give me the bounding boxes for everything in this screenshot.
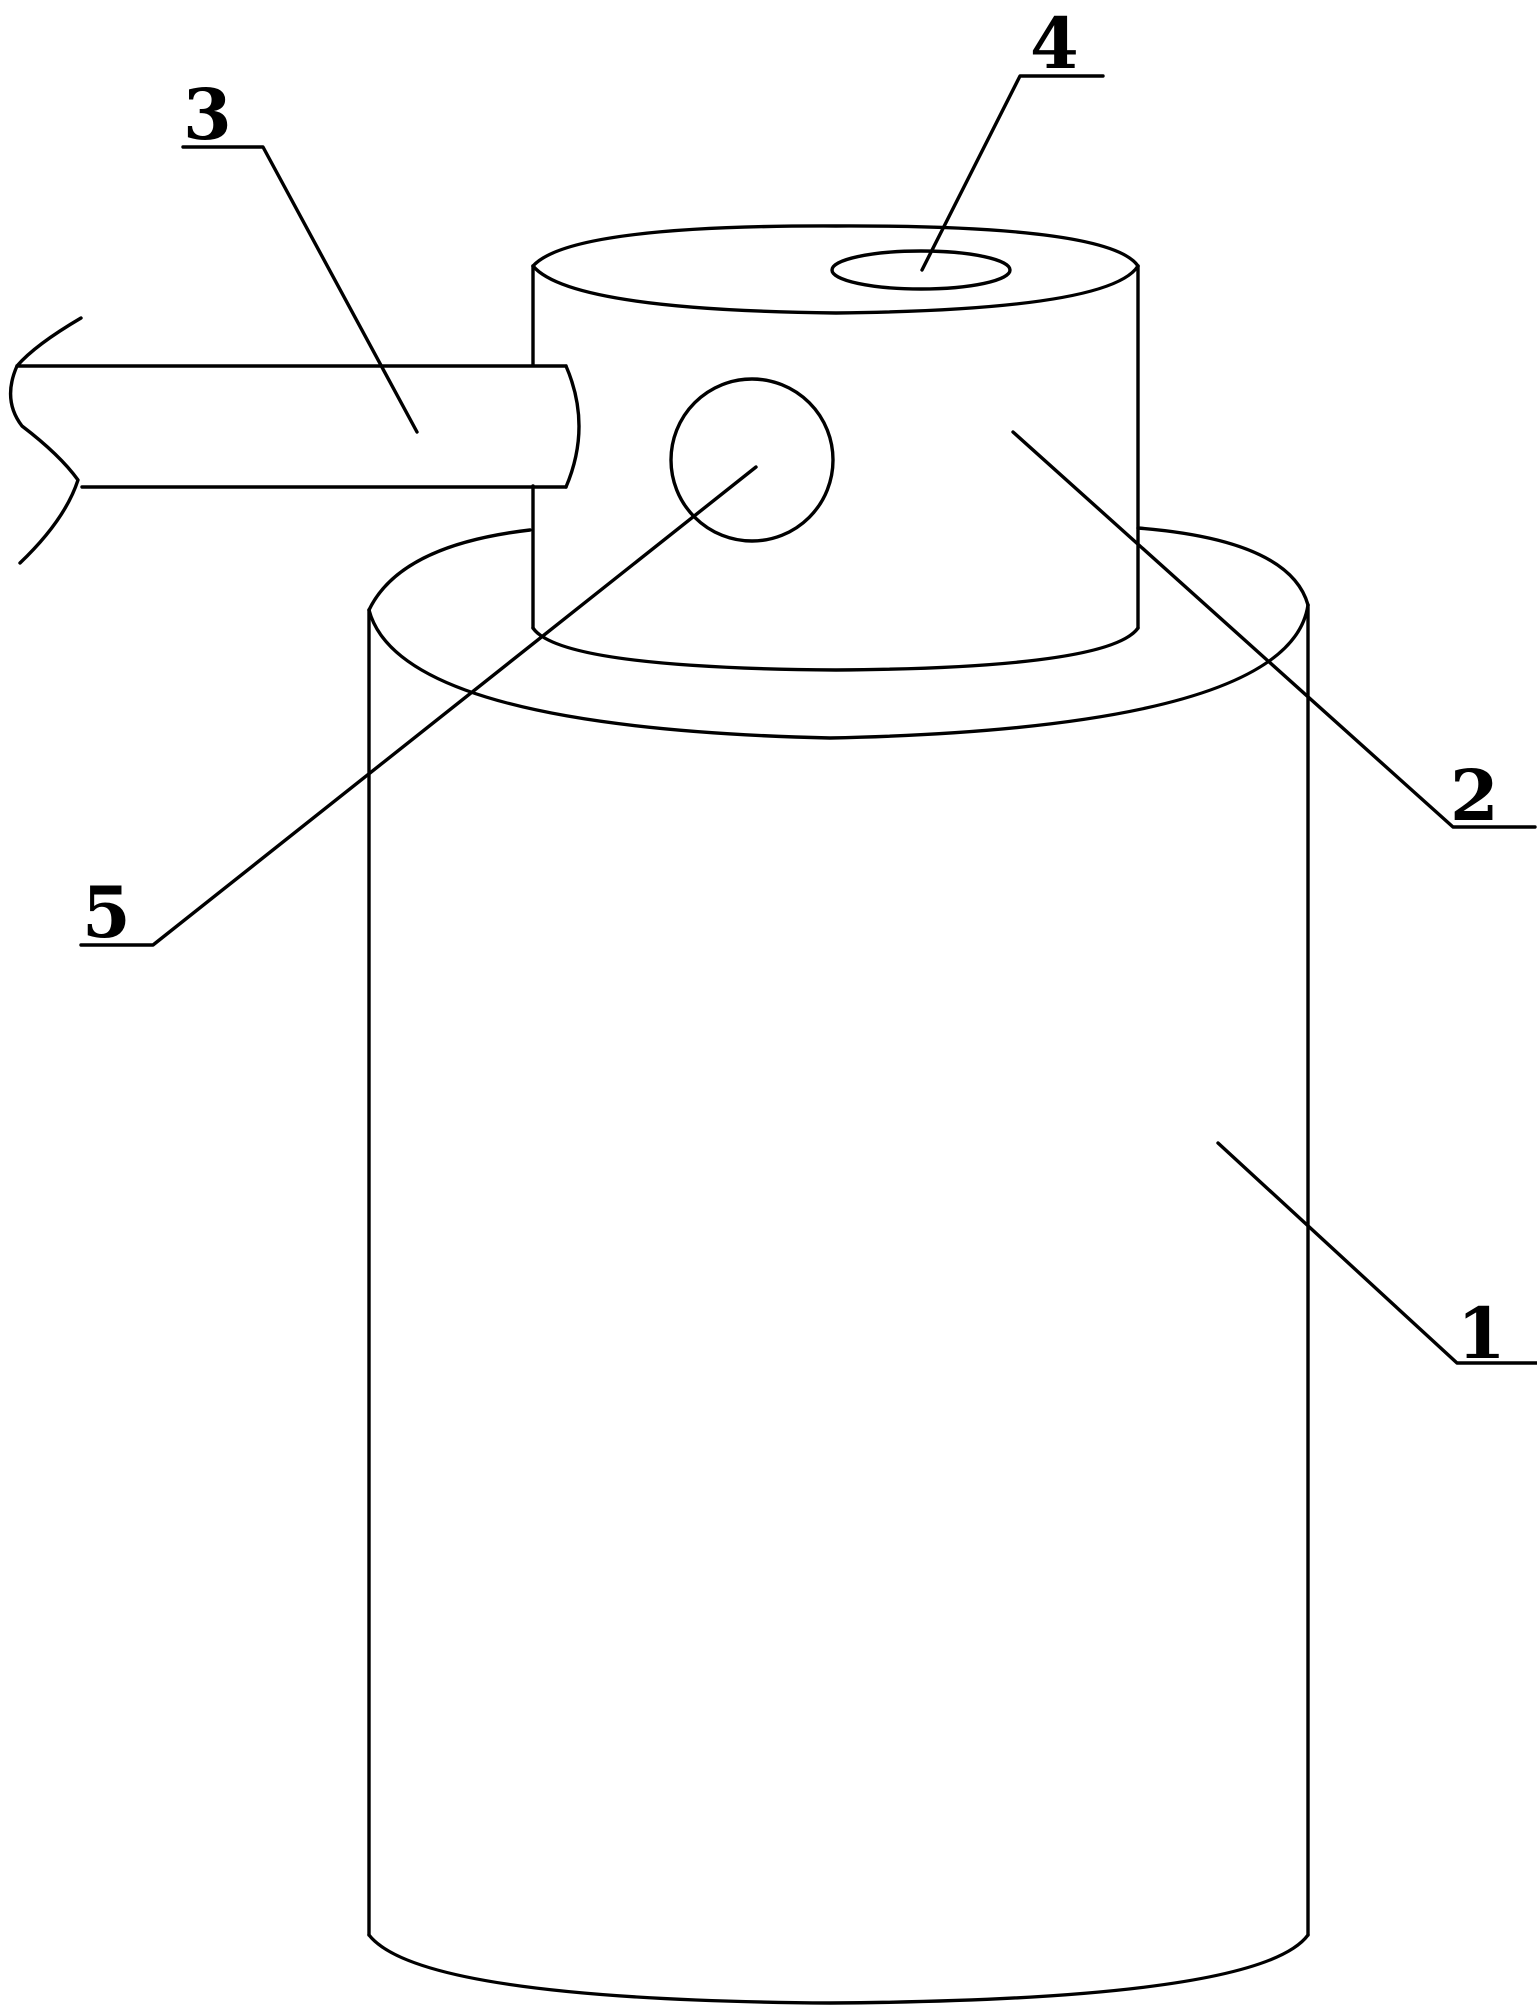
label-4: 4 [1030,2,1079,85]
leader-5 [79,465,758,947]
label-5: 5 [82,871,131,954]
reference-labels: 1 2 3 4 5 [82,2,1506,1375]
label-1: 1 [1457,1292,1506,1375]
top-hole-ellipse [830,249,1012,291]
cylinder-body [367,526,1310,2005]
side-pipe [8,316,581,565]
label-2: 2 [1450,754,1499,837]
cap-top-back-arc [531,224,1140,268]
leader-2 [1011,430,1537,829]
body-bottom-arc [367,1933,1310,2005]
leader-3 [181,145,419,434]
body-top-back-left-arc [367,528,532,612]
leader-1 [1216,1141,1537,1365]
cap-top-front-arc [531,264,1140,315]
body-top-back-right-arc [1136,526,1310,607]
leader-4 [920,74,1105,272]
cap-cylinder [531,224,1140,672]
pipe-end-cap [564,364,581,489]
side-hole-circle [669,377,835,543]
pipe-break-wave [8,316,83,565]
leader-lines [79,74,1537,1365]
body-top-front-arc [367,603,1310,740]
label-3: 3 [183,73,232,156]
cap-bottom-arc [531,626,1140,672]
